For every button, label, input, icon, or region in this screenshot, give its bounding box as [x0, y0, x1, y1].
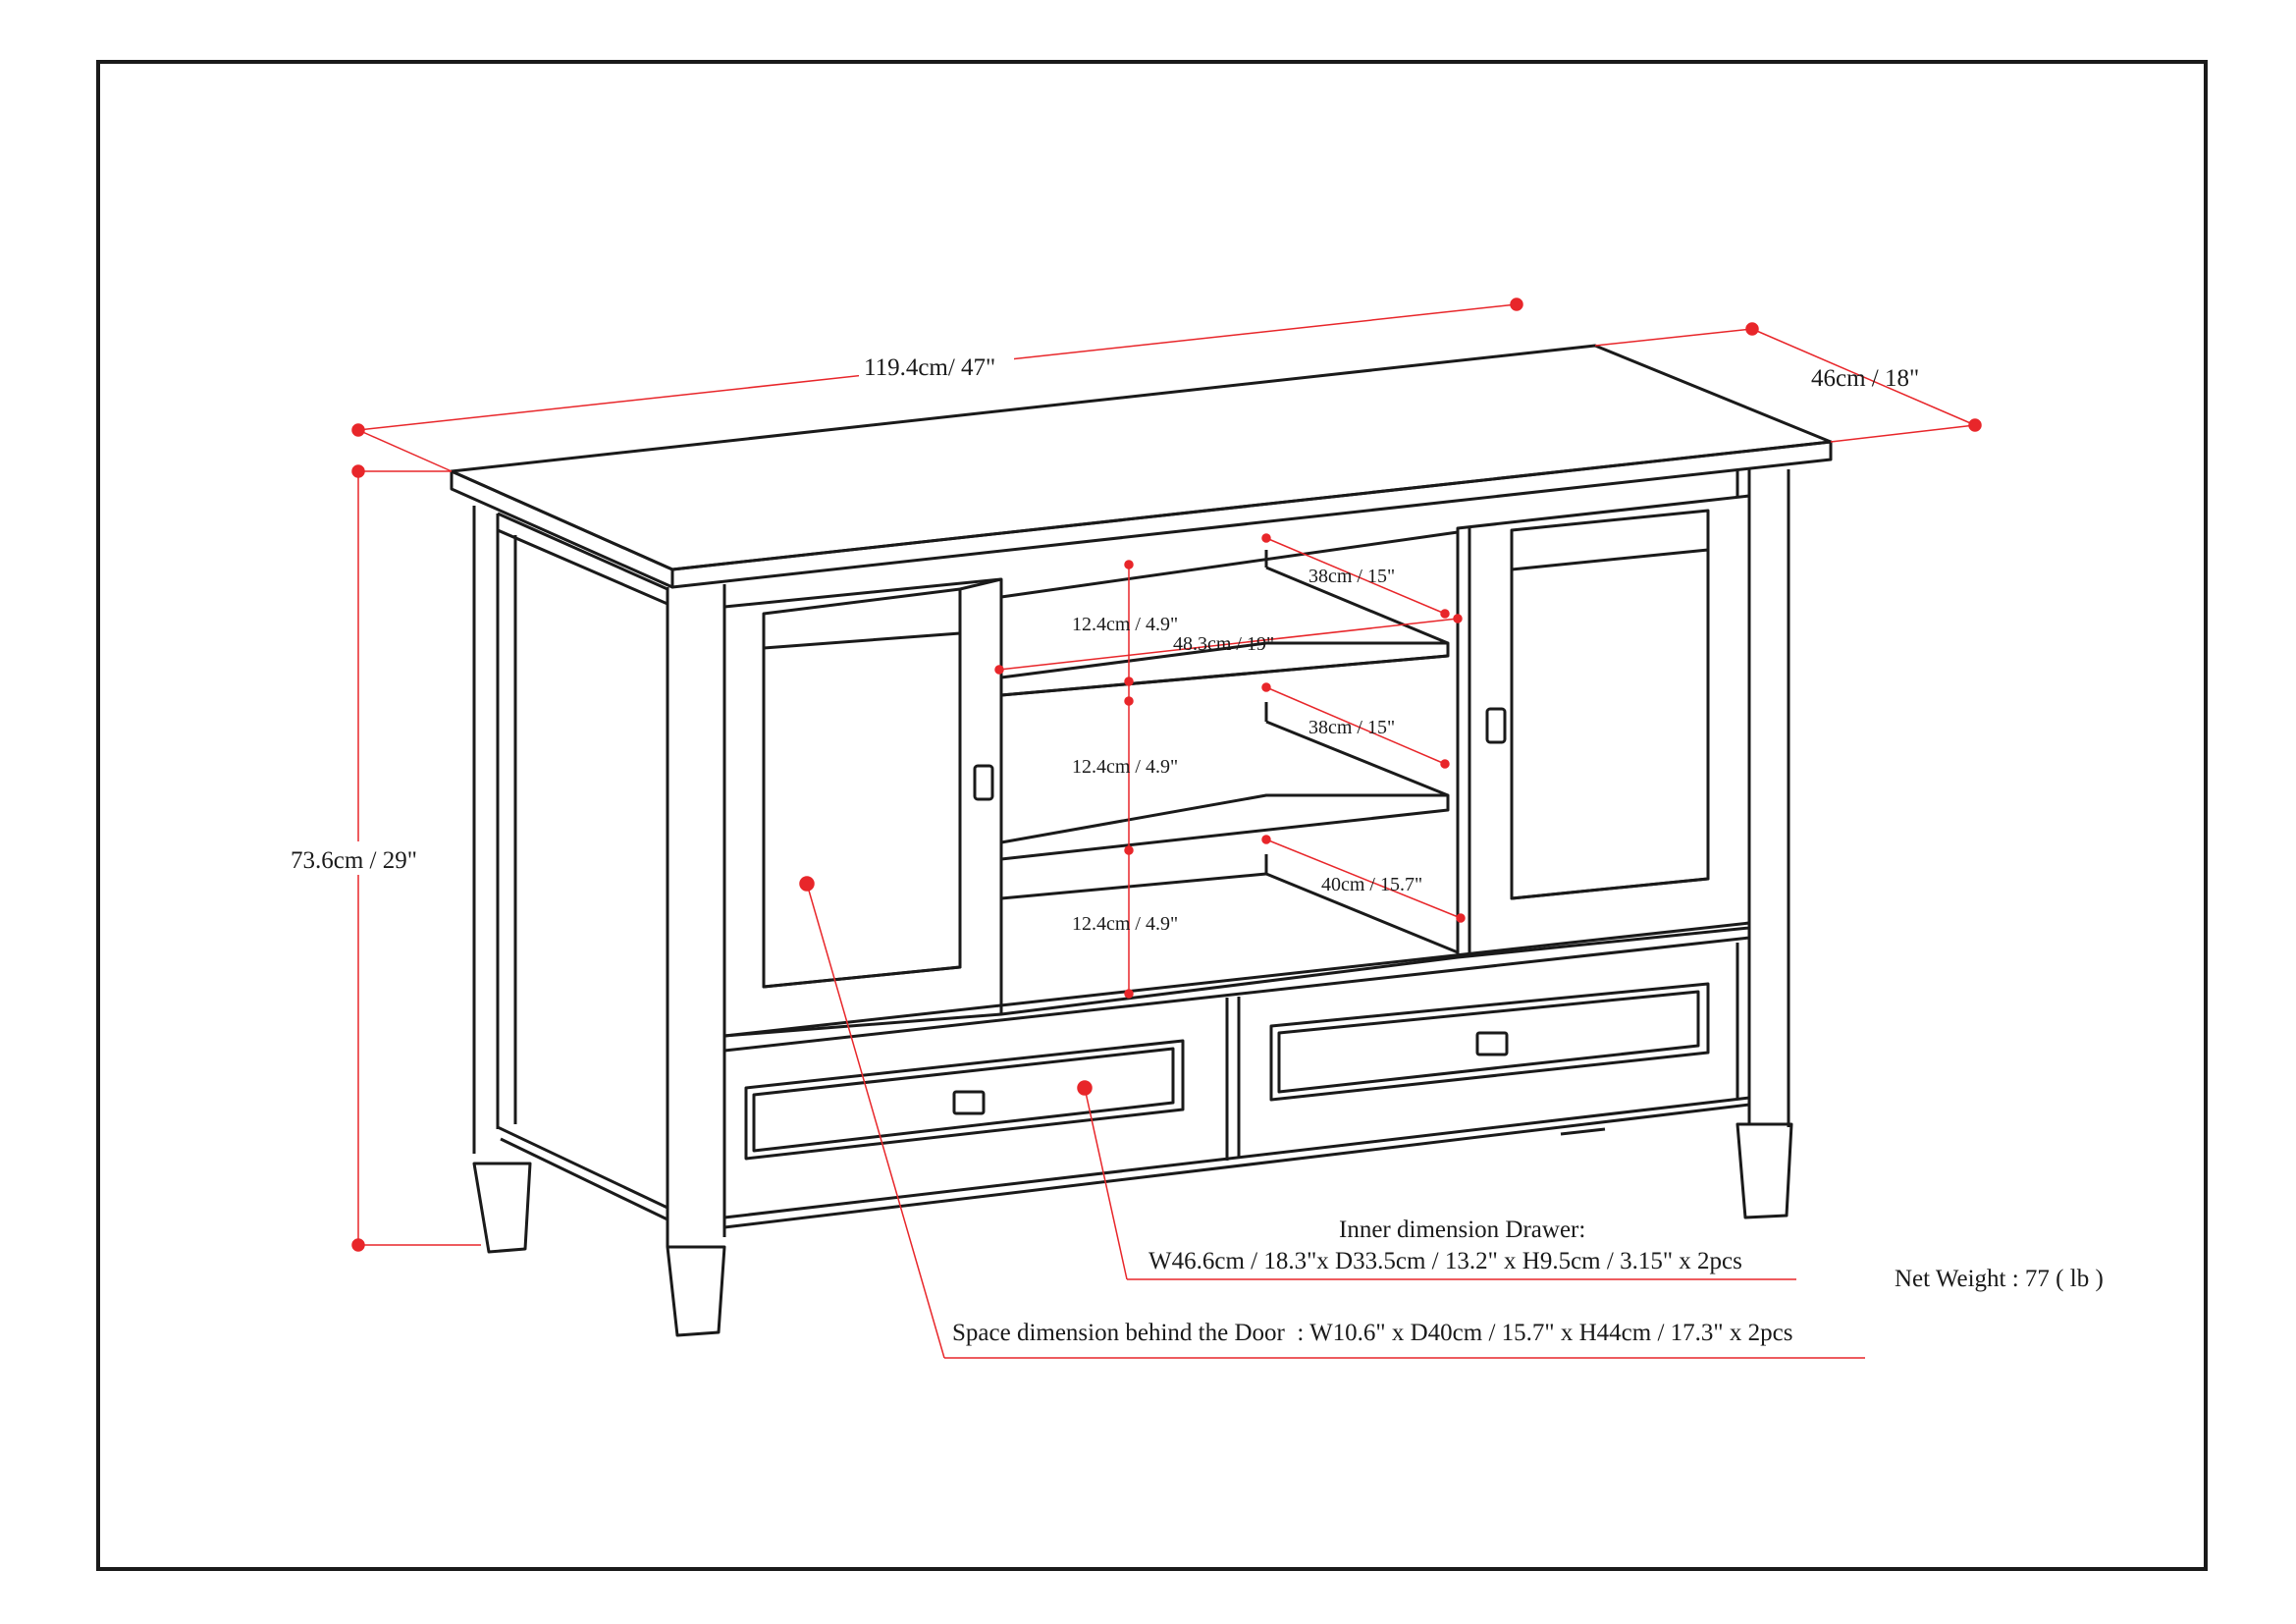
width-label: 119.4cm/ 47" [864, 354, 995, 381]
open-shelves [999, 530, 1459, 1016]
width-marker-left [351, 423, 365, 437]
door-callout-marker [799, 876, 815, 892]
left-drawer [744, 1039, 1185, 1161]
depth-label: 46cm / 18" [1811, 365, 1919, 392]
diagram-frame [96, 60, 2208, 1571]
height-marker-bottom [351, 1238, 365, 1252]
notes: Inner dimension Drawer: W46.6cm / 18.3"x… [952, 1217, 2104, 1346]
left-back-leg [472, 1162, 532, 1254]
shelf-gap-bottom-label: 12.4cm / 4.9" [1072, 913, 1178, 935]
drawer-rail [722, 921, 1751, 1229]
shelf-depth-top-label: 38cm / 15" [1308, 566, 1395, 587]
net-weight-note: Net Weight : 77 ( lb ) [1895, 1266, 2104, 1292]
width-marker-right [1510, 298, 1523, 311]
drawer-callout-marker [1077, 1080, 1093, 1096]
shelf-depth-bottom-label: 40cm / 15.7" [1321, 874, 1422, 895]
door-space-note: Space dimension behind the Door : W10.6"… [952, 1320, 1792, 1346]
shelf-width-label: 48.3cm / 19" [1173, 633, 1274, 655]
shelf-depth-middle-label: 38cm / 15" [1308, 717, 1395, 738]
shelf-gap-top-label: 12.4cm / 4.9" [1072, 614, 1178, 635]
drawer-note-title: Inner dimension Drawer: [1339, 1217, 1585, 1243]
drawer-note-detail: W46.6cm / 18.3"x D33.5cm / 13.2" x H9.5c… [1148, 1248, 1742, 1274]
tabletop [450, 344, 1833, 589]
right-drawer [1269, 982, 1710, 1102]
shelf-gap-middle-label: 12.4cm / 4.9" [1072, 756, 1178, 778]
left-door [722, 577, 1003, 1038]
height-label: 73.6cm / 29" [291, 847, 417, 874]
left-side-panel [472, 506, 668, 1221]
dimension-labels: 119.4cm/ 47" 46cm / 18" 73.6cm / 29" 12.… [288, 348, 1919, 935]
front-left-post [666, 584, 726, 1337]
depth-marker-front [1968, 418, 1982, 432]
right-post [1735, 469, 1793, 1219]
depth-marker-back [1745, 322, 1759, 336]
height-marker-top [351, 464, 365, 478]
dimension-lines [351, 298, 1982, 1359]
tv-stand-drawing [450, 344, 1833, 1337]
right-door [1456, 494, 1751, 959]
